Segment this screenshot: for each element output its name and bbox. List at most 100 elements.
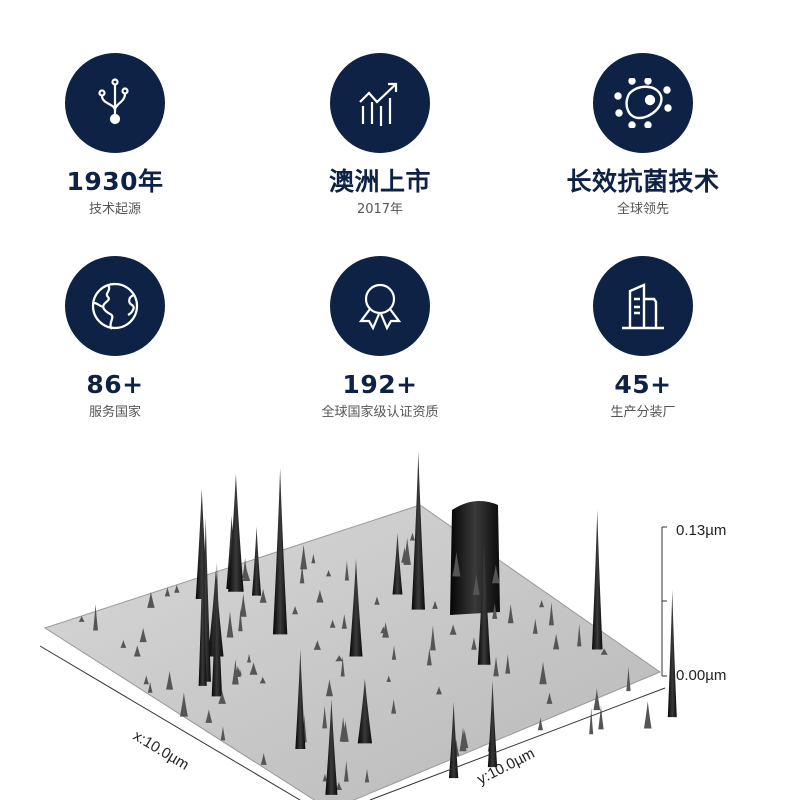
feature-subtitle: 全球国家级认证资质 (321, 405, 439, 420)
surface-spike (392, 533, 403, 595)
y-axis-line (369, 687, 666, 800)
surface-spike (239, 593, 247, 617)
surface-spike (539, 661, 547, 685)
feature-subtitle: 2017年 (356, 202, 404, 217)
surface-spikes (78, 451, 677, 795)
surface-spike (316, 589, 324, 603)
surface-spike (452, 551, 461, 577)
surface-spike (329, 619, 336, 628)
surface-spike (259, 588, 267, 603)
surface-spike (166, 670, 174, 690)
surface-spike (228, 473, 244, 592)
surface-block (450, 501, 500, 615)
surface-spike (133, 645, 141, 657)
building-icon (593, 256, 693, 356)
surface-spike (342, 720, 349, 742)
surface-spike (259, 676, 266, 684)
z-min-label: 0.00µm (676, 667, 727, 684)
feature-title: 澳洲上市 (328, 167, 431, 196)
surface-spike (411, 451, 426, 610)
surface-spike (164, 587, 171, 597)
surface-spike (432, 600, 438, 609)
surface-spike (251, 526, 262, 596)
z-scale-bar (661, 526, 667, 677)
surface-spike (340, 656, 345, 677)
surface-spike (357, 678, 373, 744)
feature-listing: 澳洲上市 2017年 (260, 53, 500, 219)
surface-spike (448, 701, 459, 779)
surface-spike (382, 622, 390, 638)
surface-spike (600, 648, 608, 655)
surface-spike (436, 686, 442, 695)
surface-spike (179, 692, 188, 717)
surface-spike (313, 640, 321, 650)
surface-spike (491, 564, 500, 584)
bacteria-icon (593, 53, 693, 153)
surface-spike (232, 659, 239, 685)
surface-spike (409, 532, 416, 541)
feature-countries: 86+ 服务国家 (0, 256, 235, 422)
feature-certifications: 192+ 全球国家级认证资质 (260, 256, 500, 422)
surface-spike (211, 562, 223, 697)
surface-spike (548, 602, 554, 626)
afm-surface-plot (39, 451, 677, 800)
surface-spike (226, 611, 234, 638)
surface-spike (472, 573, 480, 595)
surface-spike (386, 675, 392, 682)
surface-spike (507, 603, 514, 624)
feature-antibacterial: 长效抗菌技术 全球领先 (523, 53, 763, 219)
surface-spike (322, 773, 328, 782)
surface-spike (260, 752, 267, 765)
feature-tech-origin: 1930年 技术起源 (0, 53, 235, 219)
surface-spike (198, 548, 207, 686)
surface-spike (311, 553, 316, 564)
surface-spike (593, 688, 601, 711)
surface-spike (591, 509, 603, 650)
feature-subtitle: 生产分装厂 (610, 405, 676, 420)
surface-spike (93, 604, 99, 631)
surface-spike (577, 623, 582, 647)
surface-spike (553, 633, 560, 650)
surface-spike (598, 705, 604, 730)
surface-spike (220, 726, 226, 741)
surface-spike (643, 701, 652, 729)
feature-subtitle: 全球领先 (616, 202, 669, 217)
surface-spike (300, 544, 308, 570)
surface-spike (325, 569, 332, 577)
surface-spike (238, 608, 243, 632)
surface-spike (505, 653, 511, 674)
surface-spike (539, 599, 545, 608)
surface-spike (272, 468, 288, 635)
surface-spike (249, 662, 258, 675)
surface-spike (325, 698, 338, 795)
surface-spike (477, 541, 491, 665)
surface-spike (667, 589, 677, 718)
feature-title: 192+ (342, 370, 418, 399)
usb-branch-icon (65, 53, 165, 153)
surface-spike (218, 691, 226, 704)
surface-spike (299, 564, 305, 584)
surface-spike (487, 680, 498, 768)
surface-spike (426, 647, 432, 666)
feature-subtitle: 技术起源 (88, 202, 141, 217)
surface-spike (322, 705, 328, 729)
feature-title: 1930年 (66, 167, 164, 196)
surface-spike (139, 627, 147, 643)
feature-factories: 45+ 生产分装厂 (523, 256, 763, 422)
surface-spike (364, 768, 370, 783)
surface-spike (459, 727, 467, 752)
surface-spike (335, 655, 344, 662)
surface-spike (335, 781, 343, 791)
surface-spike (120, 639, 127, 648)
surface-spike (343, 760, 349, 782)
surface-spike (403, 537, 411, 565)
feature-subtitle: 服务国家 (88, 405, 141, 420)
surface-spike (626, 666, 631, 692)
surface-spike (78, 615, 85, 622)
surface-spike (532, 618, 538, 634)
surface-spike (147, 681, 153, 693)
surface-spike (349, 558, 363, 657)
surface-spike (374, 596, 380, 605)
surface-spike (430, 625, 436, 651)
surface-spike (589, 707, 594, 735)
